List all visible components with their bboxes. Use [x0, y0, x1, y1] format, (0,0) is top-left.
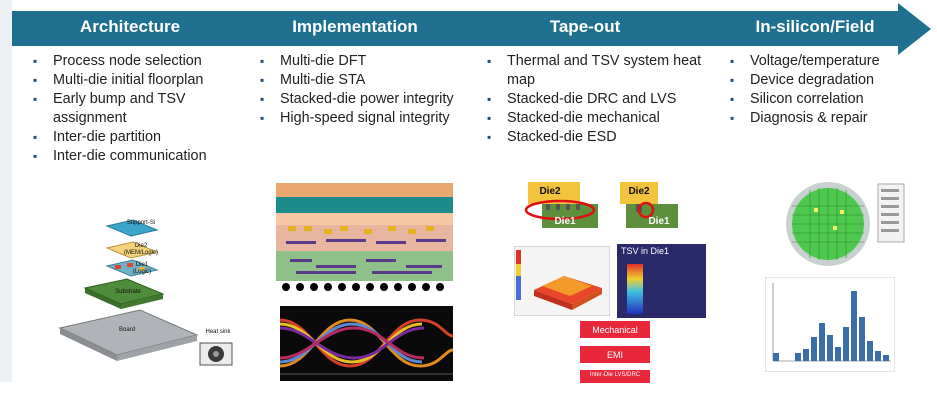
list-item: ▪Multi-die initial floorplan	[33, 72, 204, 88]
emi-label: EMI	[606, 350, 623, 360]
list-item: ▪Voltage/temperature	[730, 53, 880, 69]
phase-title-architecture: Architecture	[79, 17, 181, 36]
list-item: ▪Silicon correlation	[730, 91, 864, 107]
bullet-icon: ▪	[260, 92, 265, 106]
list-item: ▪Process node selection	[33, 53, 202, 69]
lvs-box	[580, 370, 650, 383]
list-item: ▪Inter-die partition	[33, 129, 161, 145]
left-edge-band	[0, 0, 12, 382]
bullet-icon: ▪	[33, 130, 38, 144]
bullet-icon: ▪	[730, 73, 735, 87]
heatsink-label: Heat sink	[205, 329, 231, 335]
wafer-map-image	[786, 182, 905, 266]
list-item: ▪High-speed signal integrity	[260, 110, 450, 126]
list-item: ▪Stacked-die power integrity	[260, 91, 454, 107]
bullet-icon: ▪	[33, 149, 38, 163]
die1-left-label: Die1	[554, 216, 576, 227]
bullet-icon: ▪	[33, 92, 38, 106]
substrate-label: Substrate	[115, 289, 141, 295]
architecture-list: ▪Process node selection ▪Multi-die initi…	[27, 52, 242, 166]
bullet-icon: ▪	[260, 111, 265, 125]
list-item: ▪Diagnosis & repair	[730, 110, 868, 126]
bullet-icon: ▪	[487, 111, 492, 125]
phase-title-tapeout: Tape-out	[549, 17, 621, 36]
tsv-heatmap-image	[617, 244, 706, 318]
bullet-icon: ▪	[487, 130, 492, 144]
bullet-icon: ▪	[730, 111, 735, 125]
bullet-icon: ▪	[487, 54, 492, 68]
phase-arrow	[12, 3, 931, 55]
list-item: ▪Stacked-die ESD	[487, 129, 617, 145]
die2-left-label: Die2	[539, 186, 561, 197]
phase-title-insilicon: In-silicon/Field	[755, 17, 875, 36]
die2-label: Die2(MEM/Logic)	[123, 243, 158, 256]
list-item: ▪Early bump and TSV assignment	[33, 91, 186, 126]
implementation-list: ▪Multi-die DFT ▪Multi-die STA ▪Stacked-d…	[254, 52, 489, 128]
thermal-heatmap-image	[514, 246, 610, 316]
bullet-icon: ▪	[260, 54, 265, 68]
bullet-icon: ▪	[730, 92, 735, 106]
mechanical-label: Mechanical	[592, 325, 638, 335]
insilicon-list: ▪Voltage/temperature ▪Device degradation…	[724, 52, 934, 128]
cross-section-image	[276, 183, 453, 298]
eye-diagram-image	[280, 306, 453, 381]
die1-label: Die1(Logic)	[132, 262, 152, 275]
die-stack-illustration	[58, 219, 233, 366]
bullet-icon: ▪	[730, 54, 735, 68]
list-item: ▪Multi-die STA	[260, 72, 366, 88]
emi-box	[580, 346, 650, 363]
bullet-icon: ▪	[260, 73, 265, 87]
support-si-label: Support-Si	[126, 220, 156, 226]
mechanical-box	[580, 321, 650, 338]
bullet-icon: ▪	[33, 73, 38, 87]
lvs-label: Inter-Die LVS/DRC	[589, 372, 641, 378]
list-item: ▪Inter-die communication	[33, 148, 207, 164]
list-item: ▪Thermal and TSV system heat map	[487, 53, 702, 88]
list-item: ▪Stacked-die mechanical	[487, 110, 660, 126]
bullet-icon: ▪	[487, 92, 492, 106]
die2-right-label: Die2	[628, 186, 650, 197]
tsv-title-label: TSV in Die1	[621, 246, 670, 256]
phase-title-implementation: Implementation	[292, 17, 418, 36]
list-item: ▪Stacked-die DRC and LVS	[487, 91, 677, 107]
histogram-image	[765, 277, 895, 372]
list-item: ▪Device degradation	[730, 72, 874, 88]
board-label: Board	[118, 327, 135, 333]
die-stack-closeup	[524, 182, 678, 228]
list-item: ▪Multi-die DFT	[260, 53, 367, 69]
bullet-icon: ▪	[33, 54, 38, 68]
tapeout-list: ▪Thermal and TSV system heat map ▪Stacke…	[481, 52, 716, 147]
die1-right-label: Die1	[648, 216, 670, 227]
